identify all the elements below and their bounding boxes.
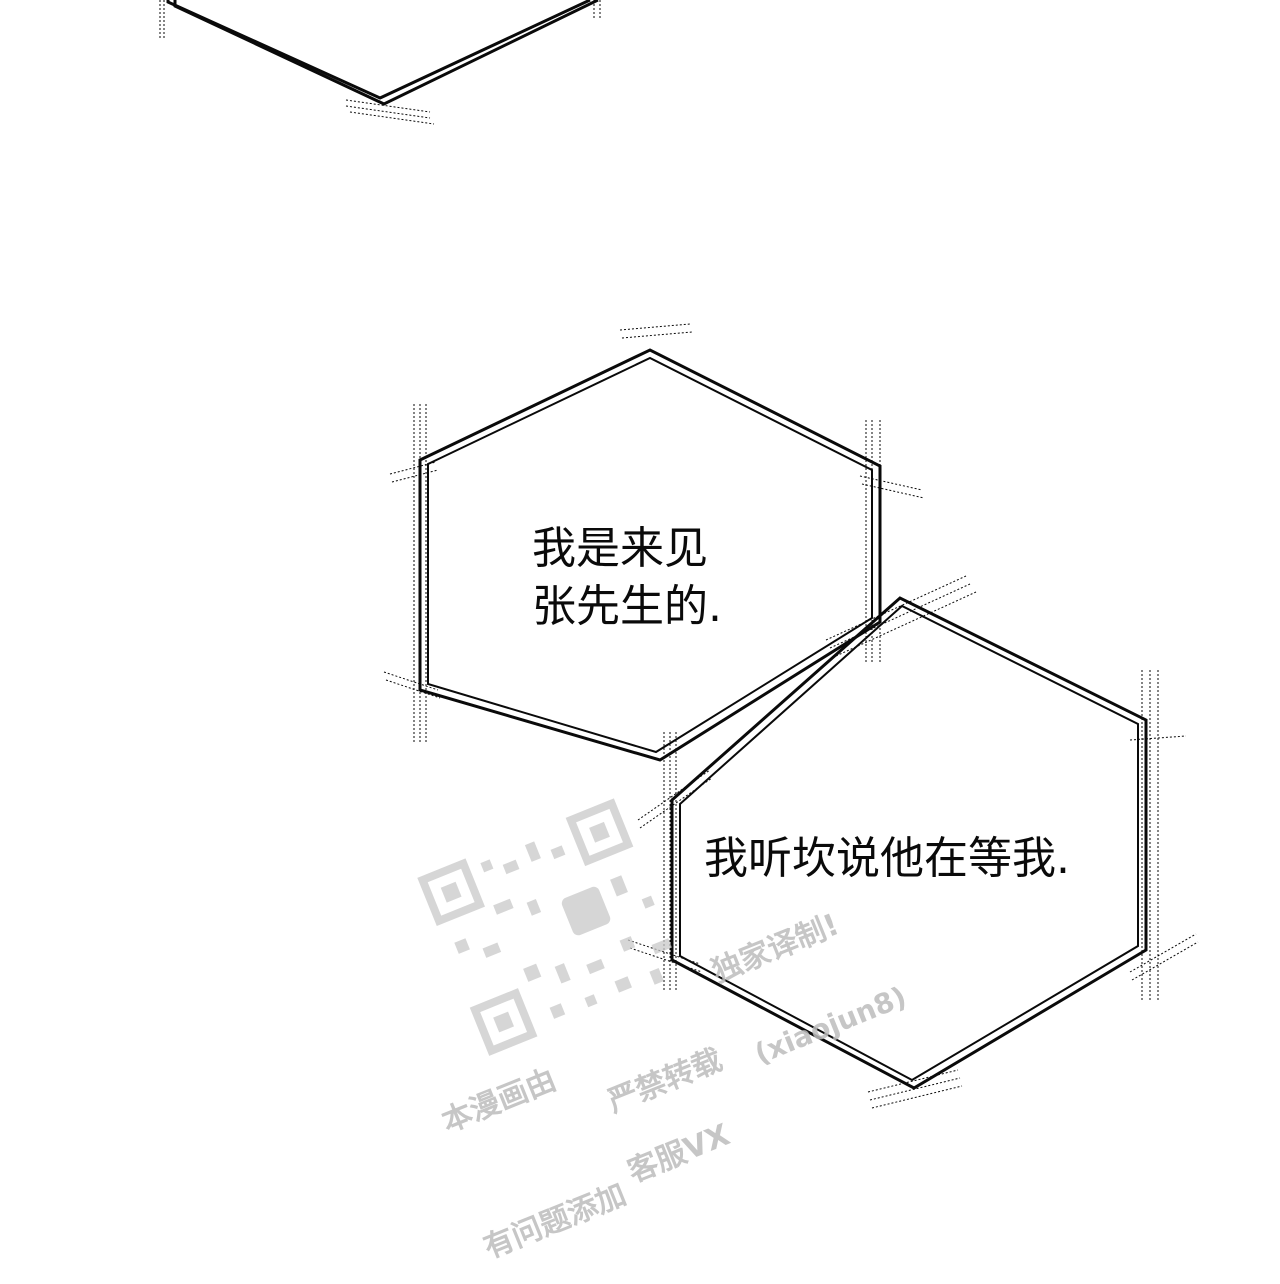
bubble-1-frame [383,323,925,762]
watermark-qr-code [417,798,672,1056]
bubble-2-frame [627,575,1199,1109]
bubble-2-line-1: 我听坎说他在等我. [704,833,1070,884]
bubble-2-text: 我听坎说他在等我. [704,830,1070,888]
top-hexagon-frame [159,0,601,125]
bubble-1-line-1: 我是来见 [532,523,708,574]
bubble-1-text: 我是来见 张先生的. [532,520,752,636]
bubble-1-line-2: 张先生的. [532,581,722,632]
